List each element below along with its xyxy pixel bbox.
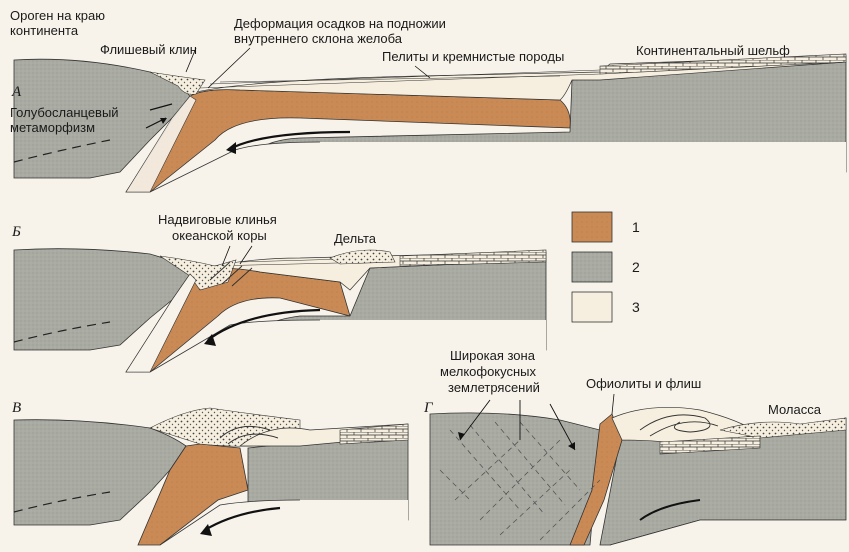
label-orogen-line-1: Ороген на краю bbox=[10, 8, 105, 23]
panel-a bbox=[14, 54, 846, 192]
panel-b-letter: Б bbox=[11, 224, 21, 240]
label-shelf: Континентальный шельф bbox=[636, 43, 790, 58]
label-seismic-zone-line-3: землетрясений bbox=[448, 380, 540, 395]
label-seismic-zone-line-1: Широкая зона bbox=[450, 348, 536, 363]
panel-v-letter: В bbox=[12, 400, 21, 416]
label-blueschist-line-1: Голубосланцевый bbox=[10, 105, 119, 120]
legend-number-3: 3 bbox=[632, 299, 640, 315]
legend-swatch-sediment bbox=[572, 292, 612, 322]
legend-number-2: 2 bbox=[632, 259, 640, 275]
label-ophiolites: Офиолиты и флиш bbox=[586, 376, 701, 391]
panel-b-delta bbox=[330, 250, 395, 264]
label-blueschist-line-2: метаморфизм bbox=[10, 120, 95, 135]
label-delta: Дельта bbox=[334, 231, 377, 246]
panel-g bbox=[430, 400, 846, 545]
legend-swatch-oceanic-crust bbox=[572, 212, 612, 242]
label-orogen-line-2: континента bbox=[10, 23, 79, 38]
legend-number-1: 1 bbox=[632, 219, 640, 235]
label-thrust-wedges-line-1: Надвиговые клинья bbox=[158, 212, 277, 227]
panel-a-letter: А bbox=[11, 84, 22, 100]
label-molasse: Моласса bbox=[768, 402, 822, 417]
label-deformation-line-2: внутреннего склона желоба bbox=[234, 31, 403, 46]
panel-v bbox=[14, 408, 408, 545]
label-deformation-line-1: Деформация осадков на подножии bbox=[234, 16, 446, 31]
panel-g-continental-left bbox=[430, 413, 600, 545]
label-thrust-wedges-line-2: океанской коры bbox=[172, 228, 267, 243]
label-seismic-zone-line-2: мелкофокусных bbox=[440, 364, 537, 379]
panel-g-letter: Г bbox=[423, 400, 434, 416]
legend: 1 2 3 bbox=[572, 212, 640, 322]
label-flysch-wedge: Флишевый клин bbox=[100, 42, 197, 57]
legend-swatch-continental-crust bbox=[572, 252, 612, 282]
label-pelites: Пелиты и кремнистые породы bbox=[382, 49, 564, 64]
